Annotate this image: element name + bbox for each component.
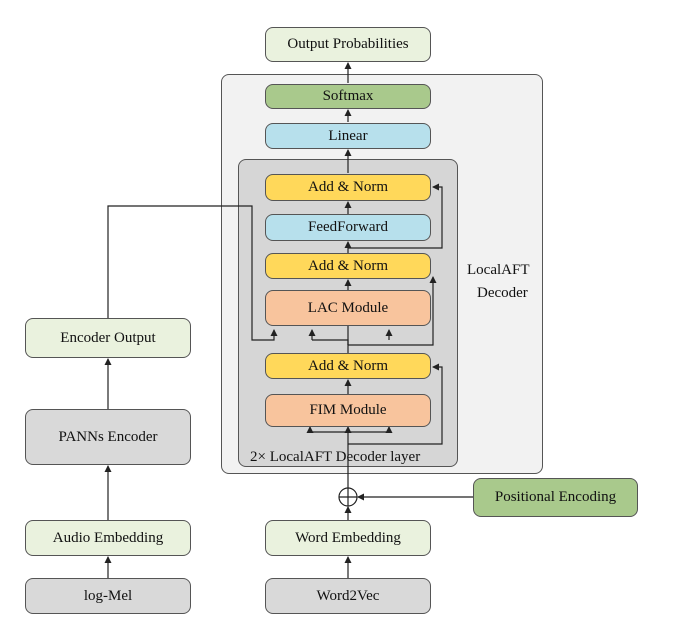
word2vec-block: Word2Vec xyxy=(265,578,431,614)
fim-module-block: FIM Module xyxy=(265,394,431,427)
word-embedding-block: Word Embedding xyxy=(265,520,431,556)
output-probabilities-block: Output Probabilities xyxy=(265,27,431,62)
linear-block: Linear xyxy=(265,123,431,149)
adder-symbol xyxy=(338,487,358,507)
decoder-label-line1: LocalAFT xyxy=(467,262,530,278)
feedforward-block: FeedForward xyxy=(265,214,431,241)
add-norm-top-block: Add & Norm xyxy=(265,174,431,201)
encoder-output-block: Encoder Output xyxy=(25,318,191,358)
log-mel-block: log-Mel xyxy=(25,578,191,614)
audio-embedding-block: Audio Embedding xyxy=(25,520,191,556)
softmax-block: Softmax xyxy=(265,84,431,109)
panns-encoder-block: PANNs Encoder xyxy=(25,409,191,465)
positional-encoding-block: Positional Encoding xyxy=(473,478,638,517)
add-norm-bottom-block: Add & Norm xyxy=(265,353,431,379)
decoder-label-line2: Decoder xyxy=(477,285,528,301)
add-norm-mid-block: Add & Norm xyxy=(265,253,431,279)
lac-module-block: LAC Module xyxy=(265,290,431,326)
layer-label: 2× LocalAFT Decoder layer xyxy=(250,449,421,465)
